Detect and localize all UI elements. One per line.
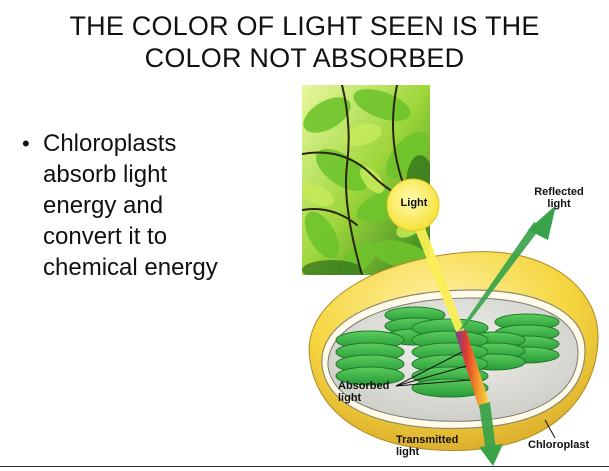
transmitted-light-label: Transmitted light	[396, 434, 458, 458]
bullet-item: • Chloroplasts absorb light energy and c…	[22, 128, 292, 283]
absorbed-spectrum-beam	[455, 330, 490, 408]
transmitted-light-arrow	[479, 402, 503, 466]
chloroplast-label: Chloroplast	[528, 439, 590, 451]
incoming-light-beam	[408, 210, 465, 334]
absorbed-label-line1: Absorbed	[338, 380, 390, 392]
chloroplast-pointer-line	[544, 419, 556, 439]
transmitted-label-line1: Transmitted	[396, 434, 459, 446]
bottom-divider	[0, 466, 609, 467]
bullet-dot-icon: •	[22, 131, 30, 156]
bullet-line: convert it to	[43, 223, 168, 250]
reflected-label-line1: Reflected	[534, 186, 584, 198]
bullet-line: energy and	[43, 192, 164, 219]
light-label: Light	[400, 197, 428, 209]
absorbed-light-label: Absorbed light	[338, 380, 389, 404]
slide-title: THE COLOR OF LIGHT SEEN IS THE COLOR NOT…	[0, 10, 609, 74]
transmitted-label-line2: light	[396, 446, 420, 458]
absorbed-pointer-lines	[395, 351, 471, 387]
title-line-1: THE COLOR OF LIGHT SEEN IS THE	[69, 11, 540, 41]
reflected-light-label: Reflected light	[524, 186, 594, 210]
bullet-line: chemical energy	[43, 254, 218, 281]
bullet-line: Chloroplasts	[43, 130, 177, 157]
bullet-list: • Chloroplasts absorb light energy and c…	[22, 128, 292, 283]
reflected-light-arrow	[458, 205, 556, 332]
bullet-line: absorb light	[43, 161, 168, 188]
reflected-label-line2: light	[547, 198, 571, 210]
title-line-2: COLOR NOT ABSORBED	[144, 43, 465, 73]
leaf-photo	[302, 85, 430, 275]
absorbed-label-line2: light	[338, 392, 362, 404]
light-source-icon	[386, 178, 440, 232]
